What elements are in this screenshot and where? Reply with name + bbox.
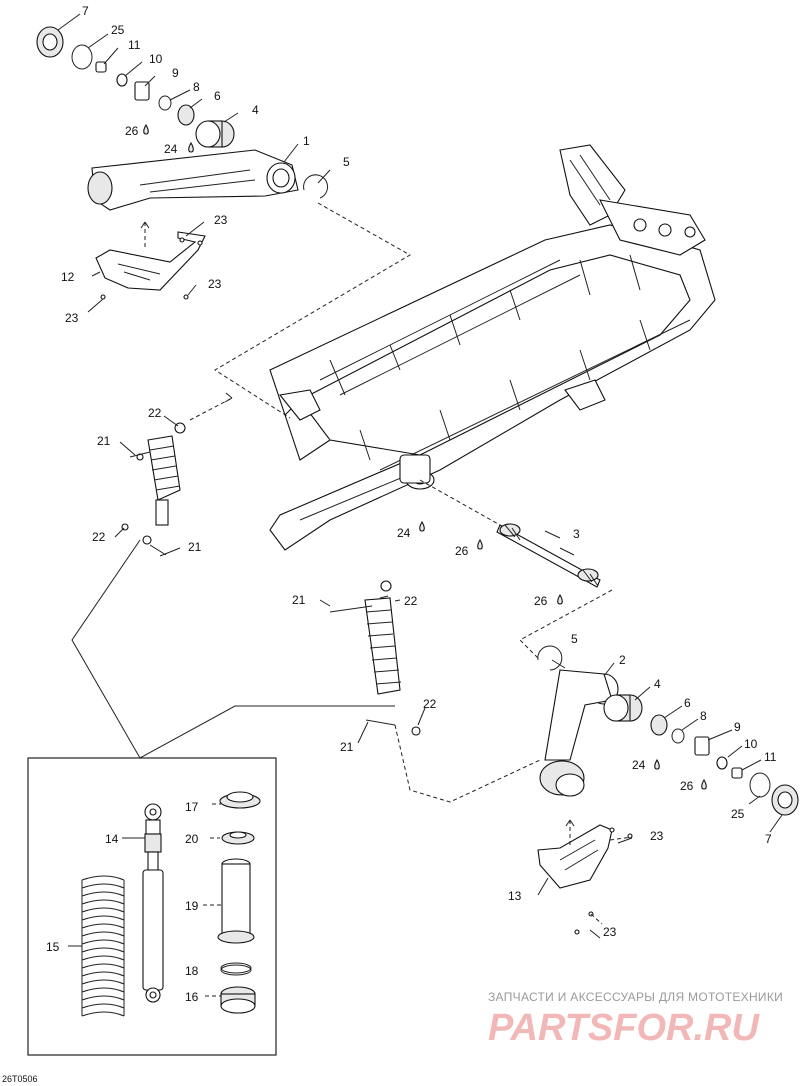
callout-7-upper: 7 xyxy=(82,4,89,18)
callout-8-lower: 8 xyxy=(700,709,707,723)
callout-24-lower: 24 xyxy=(632,758,646,772)
callout-7-lower: 7 xyxy=(765,832,772,846)
callout-4-upper: 4 xyxy=(252,103,259,117)
vehicle-frame xyxy=(269,144,716,551)
callout-25-upper: 25 xyxy=(111,23,125,37)
callout-leaders xyxy=(57,13,783,939)
callout-22-left-top: 22 xyxy=(148,406,162,420)
callout-20: 20 xyxy=(185,832,199,846)
callout-10-upper: 10 xyxy=(149,52,163,66)
upper-swing-arm-assembly xyxy=(36,26,329,300)
callout-6-upper: 6 xyxy=(214,89,221,103)
callout-24-pivot: 24 xyxy=(397,526,411,540)
callout-11-upper: 11 xyxy=(128,38,141,52)
callout-16: 16 xyxy=(185,990,199,1004)
callout-21-left-bottom: 21 xyxy=(188,540,202,554)
callout-22-right-bottom: 22 xyxy=(423,697,437,711)
callout-12: 12 xyxy=(61,270,75,284)
assembly-guide-lines xyxy=(140,202,633,925)
callout-3: 3 xyxy=(573,527,580,541)
callout-18: 18 xyxy=(185,964,199,978)
callout-5-lower: 5 xyxy=(571,632,578,646)
callout-10-lower: 10 xyxy=(744,737,758,751)
callout-5-upper: 5 xyxy=(343,155,350,169)
callout-23-guard2-top: 23 xyxy=(650,829,664,843)
lower-swing-arm-assembly xyxy=(537,645,799,935)
callout-26-shaft-right: 26 xyxy=(534,594,548,608)
callout-8-upper: 8 xyxy=(193,80,200,94)
callout-21-right-bottom: 21 xyxy=(340,740,354,754)
left-shock-absorber xyxy=(121,422,186,556)
callout-17: 17 xyxy=(185,800,199,814)
callout-9-upper: 9 xyxy=(172,66,179,80)
callout-22-left-bottom: 22 xyxy=(92,530,106,544)
callout-19: 19 xyxy=(185,899,199,913)
callout-26-shaft-left: 26 xyxy=(455,544,469,558)
callout-23-guard2-bottom: 23 xyxy=(603,925,617,939)
callout-23-guard-top: 23 xyxy=(214,213,228,227)
inset-leader-lines xyxy=(71,539,395,759)
callout-25-lower: 25 xyxy=(731,807,745,821)
watermark-tagline: ЗАПЧАСТИ И АКСЕССУАРЫ ДЛЯ МОТОТЕХНИКИ xyxy=(488,990,783,1004)
callout-4-lower: 4 xyxy=(654,677,661,691)
right-shock-absorber xyxy=(329,580,421,736)
callout-23-guard-right: 23 xyxy=(208,277,222,291)
drive-shaft xyxy=(419,520,601,605)
watermark-logo: PARTSFOR.RU xyxy=(488,1007,760,1049)
callout-26-lower: 26 xyxy=(680,779,694,793)
callout-2: 2 xyxy=(619,653,626,667)
diagram-code: 26T0506 xyxy=(2,1074,38,1084)
callout-labels: 7 25 11 10 9 8 6 4 26 24 1 5 23 12 23 23… xyxy=(46,4,777,1004)
callout-21-left-top: 21 xyxy=(97,434,111,448)
callout-9-lower: 9 xyxy=(734,720,741,734)
callout-23-guard-bottom: 23 xyxy=(65,311,79,325)
callout-11-lower: 11 xyxy=(764,750,777,764)
callout-21-right-top: 21 xyxy=(292,593,306,607)
callout-22-right-top: 22 xyxy=(404,594,418,608)
callout-24-upper: 24 xyxy=(164,142,178,156)
callout-15: 15 xyxy=(46,940,60,954)
callout-1: 1 xyxy=(303,134,310,148)
shock-detail-inset xyxy=(27,757,277,1056)
callout-26-upper: 26 xyxy=(125,124,139,138)
coil-spring xyxy=(81,875,125,1017)
callout-13: 13 xyxy=(508,889,522,903)
callout-14: 14 xyxy=(105,832,119,846)
callout-6-lower: 6 xyxy=(684,696,691,710)
